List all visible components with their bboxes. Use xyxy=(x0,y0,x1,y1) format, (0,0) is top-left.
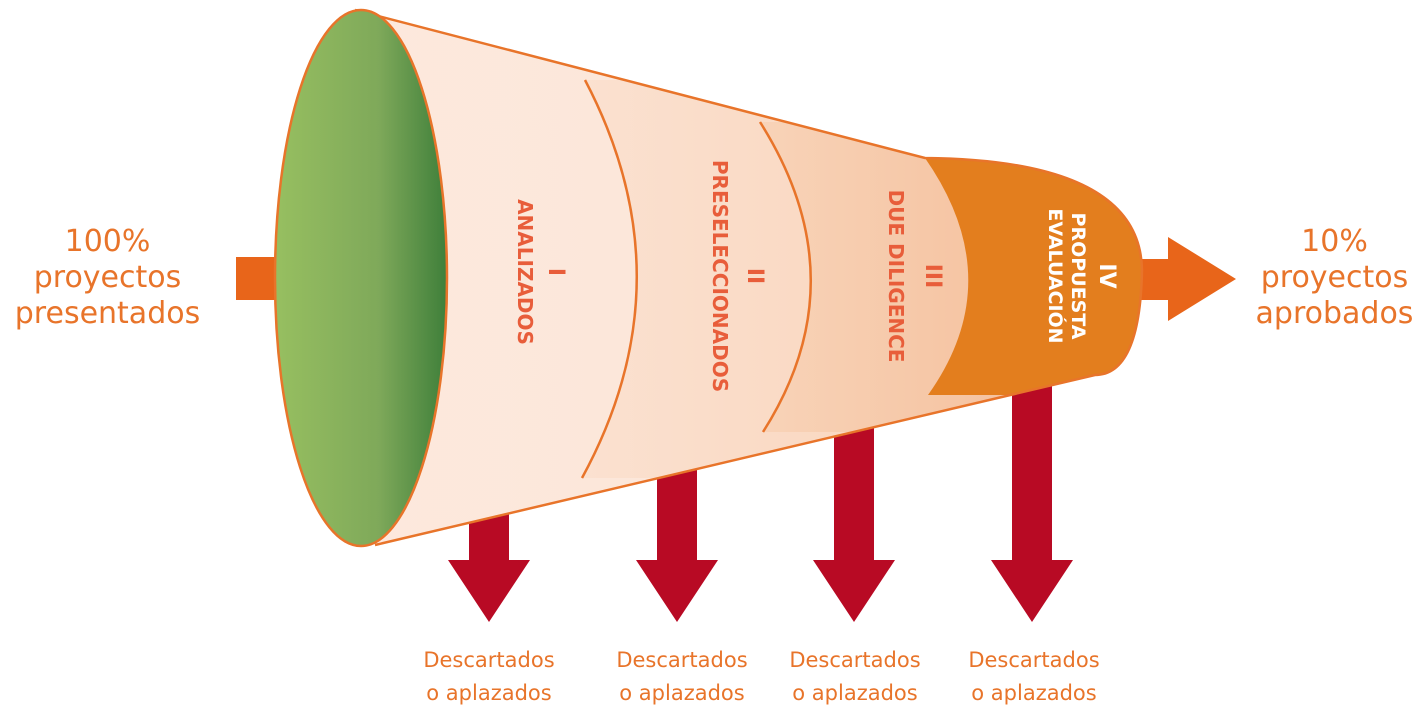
discard-1-line1: Descartados xyxy=(423,648,555,672)
cone-outline xyxy=(354,8,1144,547)
stage-label-3: III DUE DILIGENCE xyxy=(884,190,945,363)
discard-arrow-1 xyxy=(448,480,530,622)
stage-2-numeral: II xyxy=(742,268,767,284)
output-percent: 10% xyxy=(1301,224,1368,259)
discard-arrow-4 xyxy=(991,360,1073,622)
discard-label-4: Descartados o aplazados xyxy=(949,644,1119,710)
discard-arrow-3 xyxy=(813,400,895,622)
stage-1-name: ANALIZADOS xyxy=(513,199,537,345)
stage-divider-2 xyxy=(758,121,812,433)
discard-arrows xyxy=(448,360,1073,622)
stage-2-name: PRESELECCIONADOS xyxy=(708,160,732,392)
input-line2: proyectos xyxy=(33,260,182,295)
stage-divider-1 xyxy=(580,79,638,479)
discard-label-3: Descartados o aplazados xyxy=(770,644,940,710)
stage-3-name: DUE DILIGENCE xyxy=(884,190,908,363)
discard-4-line1: Descartados xyxy=(968,648,1100,672)
output-label: 10% proyectos aprobados xyxy=(1248,224,1421,332)
input-percent: 100% xyxy=(64,224,151,259)
stage-3-numeral: III xyxy=(920,264,945,289)
discard-label-2: Descartados o aplazados xyxy=(597,644,767,710)
output-line3: aprobados xyxy=(1255,296,1414,331)
stage-1-numeral: I xyxy=(543,268,568,276)
input-line3: presentados xyxy=(14,296,201,331)
discard-4-line2: o aplazados xyxy=(971,681,1097,705)
discard-arrow-2 xyxy=(636,430,718,622)
discard-3-line1: Descartados xyxy=(789,648,921,672)
output-line2: proyectos xyxy=(1260,260,1409,295)
discard-2-line1: Descartados xyxy=(616,648,748,672)
stage-4-name: PROPUESTA xyxy=(1067,213,1089,340)
discard-3-line2: o aplazados xyxy=(792,681,918,705)
stage-4-numeral: IV xyxy=(1094,263,1119,288)
discard-1-line2: o aplazados xyxy=(426,681,552,705)
discard-label-1: Descartados o aplazados xyxy=(404,644,574,710)
stage-4-name-2: EVALUACIÓN xyxy=(1044,208,1068,343)
discard-2-line2: o aplazados xyxy=(619,681,745,705)
stage-label-4: IV PROPUESTA EVALUACIÓN xyxy=(1044,208,1119,343)
stage-label-1: I ANALIZADOS xyxy=(513,199,568,345)
funnel-mouth xyxy=(273,8,449,548)
stage-label-2: II PRESELECCIONADOS xyxy=(708,160,767,392)
output-arrow xyxy=(1138,237,1236,321)
input-label: 100% proyectos presentados xyxy=(0,224,215,332)
